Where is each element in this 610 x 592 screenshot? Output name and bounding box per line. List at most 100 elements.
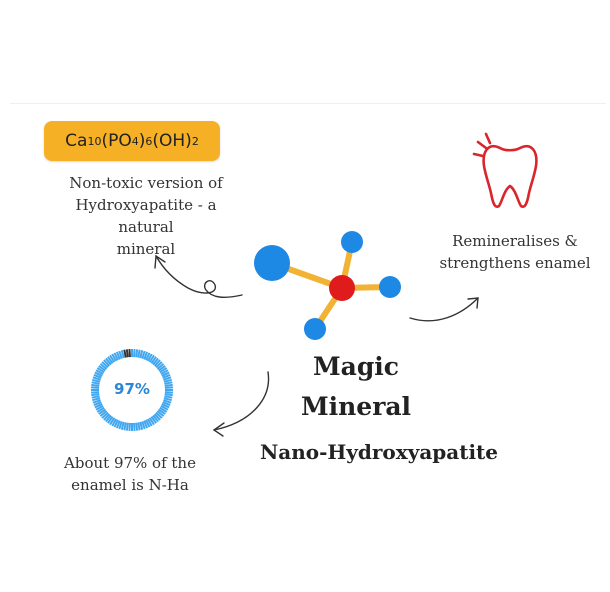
ring-segment-filled bbox=[159, 406, 168, 413]
ring-segment-filled bbox=[120, 350, 125, 359]
ring-segment-filled bbox=[96, 406, 105, 413]
ring-segment-filled bbox=[103, 359, 111, 367]
ring-segment-filled bbox=[164, 381, 173, 385]
ring-segment-filled bbox=[137, 349, 141, 358]
ring-segment-filled bbox=[92, 376, 101, 381]
ring-segment-filled bbox=[159, 367, 168, 374]
ring-segment-filled bbox=[93, 373, 102, 379]
ring-segment-filled bbox=[133, 349, 136, 358]
ring-segment-filled bbox=[160, 369, 169, 375]
ring-segment-filled bbox=[158, 408, 166, 415]
about-caption: About 97% of the enamel is N-Ha bbox=[50, 452, 210, 496]
ring-segment-filled bbox=[109, 354, 116, 363]
ring-segment-filled bbox=[98, 365, 106, 372]
ring-segment-filled bbox=[113, 419, 119, 428]
formula-sub-1: 10 bbox=[87, 134, 102, 148]
ring-percentage-label: 97% bbox=[114, 380, 150, 398]
tooth-spark-1 bbox=[476, 140, 488, 150]
ring-segment-filled bbox=[161, 403, 170, 409]
ring-segment-filled bbox=[111, 418, 117, 427]
ring-segment-filled bbox=[95, 405, 104, 411]
about-line-2: enamel is N-Ha bbox=[71, 476, 189, 494]
formula-part-2: ) bbox=[138, 131, 146, 151]
ring-segment-filled bbox=[91, 383, 100, 387]
tooth-spark-2 bbox=[472, 152, 485, 158]
atom-bottom-blue bbox=[304, 318, 326, 340]
about-line-1: About 97% of the bbox=[64, 454, 196, 472]
ring-segment-filled bbox=[99, 410, 108, 417]
ring-segment-filled bbox=[141, 350, 146, 359]
ring-segment-filled bbox=[164, 391, 173, 394]
ring-segment-filled bbox=[115, 420, 121, 429]
ring-segment-filled bbox=[135, 422, 139, 431]
ring-segment-empty bbox=[123, 349, 127, 358]
arrow-to-nontoxic bbox=[154, 254, 243, 298]
ring-segment-filled bbox=[139, 421, 144, 430]
ring-segment-filled bbox=[91, 393, 100, 397]
ring-segment-filled bbox=[161, 371, 170, 377]
ring-segment-filled bbox=[152, 414, 159, 423]
ring-segment-filled bbox=[147, 418, 153, 427]
atom-center-red bbox=[329, 275, 355, 301]
atom-top-blue bbox=[341, 231, 363, 253]
ring-segment-filled bbox=[98, 408, 106, 415]
formula-base: Ca bbox=[65, 131, 88, 151]
formula-part-1: (PO bbox=[101, 131, 132, 151]
tooth-icon bbox=[472, 132, 538, 209]
nontoxic-line-3: mineral bbox=[116, 240, 176, 258]
ring-segment-filled bbox=[155, 361, 163, 369]
ring-segment-filled bbox=[147, 353, 153, 362]
top-divider bbox=[10, 103, 606, 104]
arrow-to-about bbox=[212, 371, 270, 437]
ring-segment-filled bbox=[153, 413, 161, 421]
ring-segment-filled bbox=[163, 399, 172, 404]
ring-segment-filled bbox=[115, 351, 121, 360]
remineralises-caption: Remineralises & strengthens enamel bbox=[430, 230, 600, 274]
ring-segment-filled bbox=[107, 416, 114, 424]
ring-segment-filled bbox=[133, 422, 136, 431]
tooth-spark-3 bbox=[484, 132, 492, 145]
ring-segment-filled bbox=[163, 378, 172, 383]
ring-segment-filled bbox=[105, 357, 112, 366]
title-mineral: Mineral bbox=[300, 392, 412, 421]
ring-segment-filled bbox=[123, 422, 127, 431]
formula-sub-4: 2 bbox=[191, 134, 199, 148]
ring-segment-filled bbox=[118, 421, 123, 430]
ring-segment-filled bbox=[156, 363, 165, 370]
ring-segment-filled bbox=[148, 417, 155, 426]
nontoxic-caption: Non-toxic version of Hydroxyapatite - a … bbox=[46, 172, 246, 260]
nontoxic-line-2: Hydroxyapatite - a natural bbox=[75, 196, 217, 236]
formula-part-3: (OH) bbox=[152, 131, 192, 151]
arrow-to-remineralises bbox=[409, 297, 479, 322]
ring-segment-filled bbox=[145, 352, 151, 361]
formula-sub-2: 4 bbox=[131, 134, 139, 148]
ring-segment-filled bbox=[91, 386, 100, 389]
ring-segment-filled bbox=[150, 416, 157, 424]
ring-segment-filled bbox=[101, 411, 109, 419]
ring-segment-filled bbox=[153, 359, 161, 367]
ring-segment-filled bbox=[113, 352, 119, 361]
ring-segment-filled bbox=[162, 373, 171, 379]
ring-segment-filled bbox=[109, 417, 116, 426]
ring-segment-filled bbox=[163, 376, 172, 381]
ring-segment-filled bbox=[103, 413, 111, 421]
ring-segment-filled bbox=[164, 393, 173, 397]
ring-segment-filled bbox=[96, 367, 105, 374]
ring-segment-filled bbox=[91, 391, 100, 394]
formula-sub-3: 6 bbox=[145, 134, 153, 148]
remin-line-2: strengthens enamel bbox=[439, 254, 591, 272]
ring-segment-filled bbox=[92, 378, 101, 383]
ring-segment-filled bbox=[150, 356, 157, 364]
title-magic: Magic bbox=[312, 352, 400, 381]
ring-segment-filled bbox=[160, 405, 169, 411]
ring-segment-filled bbox=[94, 403, 103, 409]
ring-segment-filled bbox=[107, 356, 114, 364]
ring-segment-filled bbox=[118, 350, 123, 359]
atom-large-blue bbox=[254, 245, 290, 281]
ring-segment-filled bbox=[128, 422, 131, 431]
ring-segment-empty bbox=[125, 349, 129, 358]
ring-segment-filled bbox=[99, 363, 108, 370]
molecule-icon bbox=[254, 231, 401, 340]
